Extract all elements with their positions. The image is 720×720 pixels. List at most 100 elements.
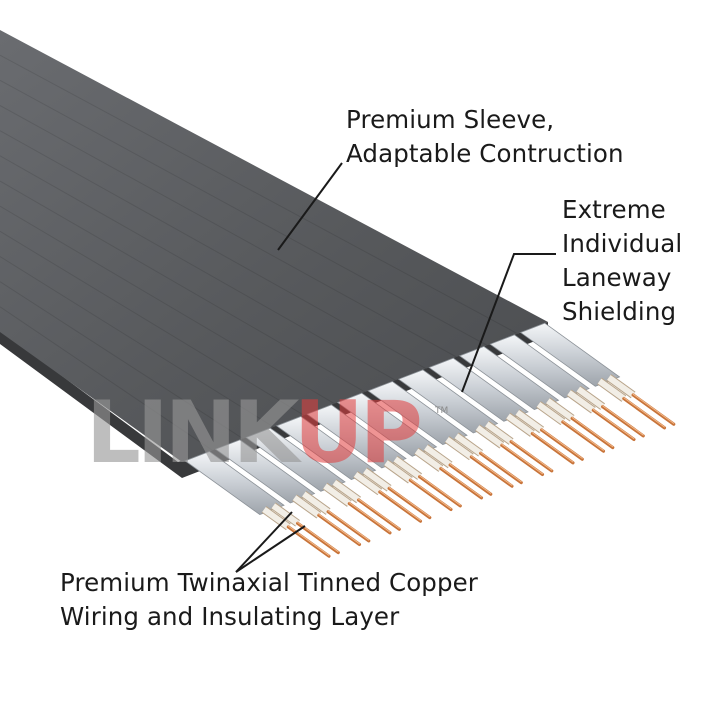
copper-highlight: [571, 417, 614, 448]
copper-highlight: [592, 408, 635, 440]
sleeve-stripe: [0, 105, 457, 358]
lane: [458, 346, 615, 453]
copper-highlight: [388, 487, 431, 518]
leader-wire-a: [235, 511, 293, 573]
cable-sleeve: [0, 30, 548, 478]
copper-conductor: [408, 478, 453, 512]
copper-highlight: [480, 452, 522, 483]
lane: [428, 357, 584, 465]
insulation: [576, 386, 605, 410]
copper-highlight: [632, 393, 675, 424]
copper-conductor: [500, 443, 545, 477]
copper-conductor: [622, 396, 667, 430]
label-wiring: Premium Twinaxial Tinned Copper Wiring a…: [60, 566, 478, 634]
insulation: [607, 375, 635, 398]
lane: [397, 369, 554, 477]
copper-highlight: [602, 405, 644, 436]
copper-highlight: [419, 475, 461, 506]
copper-conductor: [296, 521, 340, 555]
sleeve-stripe: [0, 155, 396, 381]
watermark-logo: LINKUP: [86, 388, 423, 478]
copper-conductor: [509, 440, 554, 473]
shield-tube: [428, 357, 529, 422]
lane: [306, 404, 462, 512]
lane: [275, 416, 432, 523]
shield-tube: [306, 404, 407, 469]
insulation: [384, 460, 413, 483]
label-sleeve-line2: Adaptable Contruction: [346, 139, 624, 168]
copper-highlight: [501, 443, 543, 475]
insulation: [262, 506, 291, 530]
sleeve-stripe: [0, 130, 427, 370]
copper-conductor: [591, 408, 636, 442]
cable-lanes: [184, 322, 676, 558]
copper-conductor: [317, 513, 362, 547]
copper-highlight: [327, 510, 370, 541]
insulation: [363, 468, 391, 491]
copper-highlight: [379, 490, 421, 521]
insulation: [292, 495, 321, 518]
shield-tube: [367, 381, 468, 446]
lane: [519, 322, 676, 430]
sleeve-stripe: [0, 205, 335, 405]
copper-highlight: [348, 502, 391, 533]
watermark-part2: UP: [293, 383, 423, 483]
lane: [214, 439, 371, 547]
insulation: [597, 378, 626, 402]
lane: [489, 334, 645, 442]
label-wiring-line2: Wiring and Insulating Layer: [60, 602, 400, 631]
copper-conductor: [439, 466, 484, 500]
insulation: [475, 425, 504, 448]
copper-highlight: [510, 440, 553, 471]
shield-tube: [245, 427, 346, 492]
insulation: [393, 456, 422, 480]
copper-highlight: [449, 463, 492, 494]
copper-highlight: [623, 397, 665, 428]
insulation: [323, 483, 352, 507]
leader-sleeve: [277, 162, 343, 251]
copper-highlight: [470, 455, 513, 486]
copper-conductor: [561, 420, 606, 453]
sleeve-stripes: [0, 54, 518, 451]
sleeve-top: [0, 30, 548, 462]
shield-tube: [336, 392, 438, 457]
insulation: [567, 390, 596, 413]
insulation: [353, 471, 382, 495]
copper-highlight: [531, 432, 574, 463]
label-shielding-line3: Laneway: [562, 263, 672, 292]
label-sleeve-line1: Premium Sleeve,: [346, 105, 555, 134]
insulation: [271, 503, 300, 526]
sleeve-stripe: [0, 306, 213, 451]
shield-tube: [397, 369, 499, 434]
copper-conductor: [448, 463, 493, 496]
copper-highlight: [541, 428, 583, 459]
copper-conductor: [570, 416, 615, 450]
copper-conductor: [540, 428, 584, 461]
insulation: [332, 480, 361, 503]
watermark-part1: LINK: [86, 383, 298, 483]
leader-shield: [461, 253, 556, 393]
shield-tube: [275, 416, 377, 481]
copper-conductor: [479, 451, 523, 485]
lane: [245, 427, 401, 535]
copper-highlight: [318, 513, 360, 545]
copper-conductor: [601, 405, 645, 438]
copper-highlight: [358, 498, 400, 529]
sleeve-stripe: [0, 281, 244, 440]
insulation: [485, 421, 513, 445]
copper-conductor: [530, 431, 575, 465]
label-shielding-line2: Individual: [562, 229, 683, 258]
sleeve-stripe: [0, 230, 305, 416]
insulation: [414, 448, 443, 472]
insulation: [506, 413, 535, 437]
label-shielding-line4: Shielding: [562, 297, 677, 326]
shield-tube: [519, 322, 621, 387]
shield-tube: [458, 346, 560, 411]
shield-tube: [184, 451, 285, 516]
copper-highlight: [409, 478, 452, 510]
sleeve-side: [0, 322, 548, 478]
label-shielding: Extreme Individual Laneway Shielding: [562, 193, 682, 329]
shield-tube: [489, 334, 590, 399]
insulation: [454, 433, 483, 456]
